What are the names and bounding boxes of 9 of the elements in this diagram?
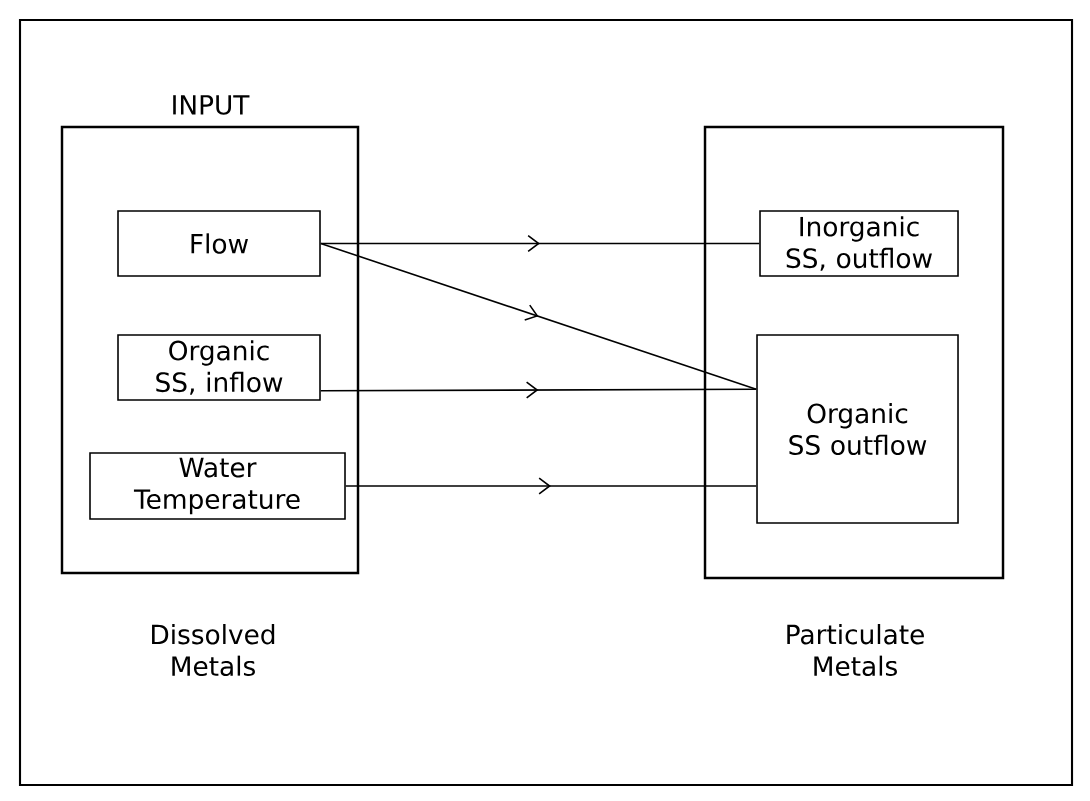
process-box: Flow [117,210,321,277]
node-label: INPUT [173,95,250,115]
group-box [703,125,1005,580]
process-box: Inorganic SS, outflow [759,210,959,277]
process-box: Water Temperature [89,452,346,520]
node-label: Dissolved Metals [152,624,275,677]
process-box: Organic SS, inflow [117,334,321,401]
process-box: Organic SS outflow [756,334,959,524]
node-label: Particulate Metals [787,624,924,677]
